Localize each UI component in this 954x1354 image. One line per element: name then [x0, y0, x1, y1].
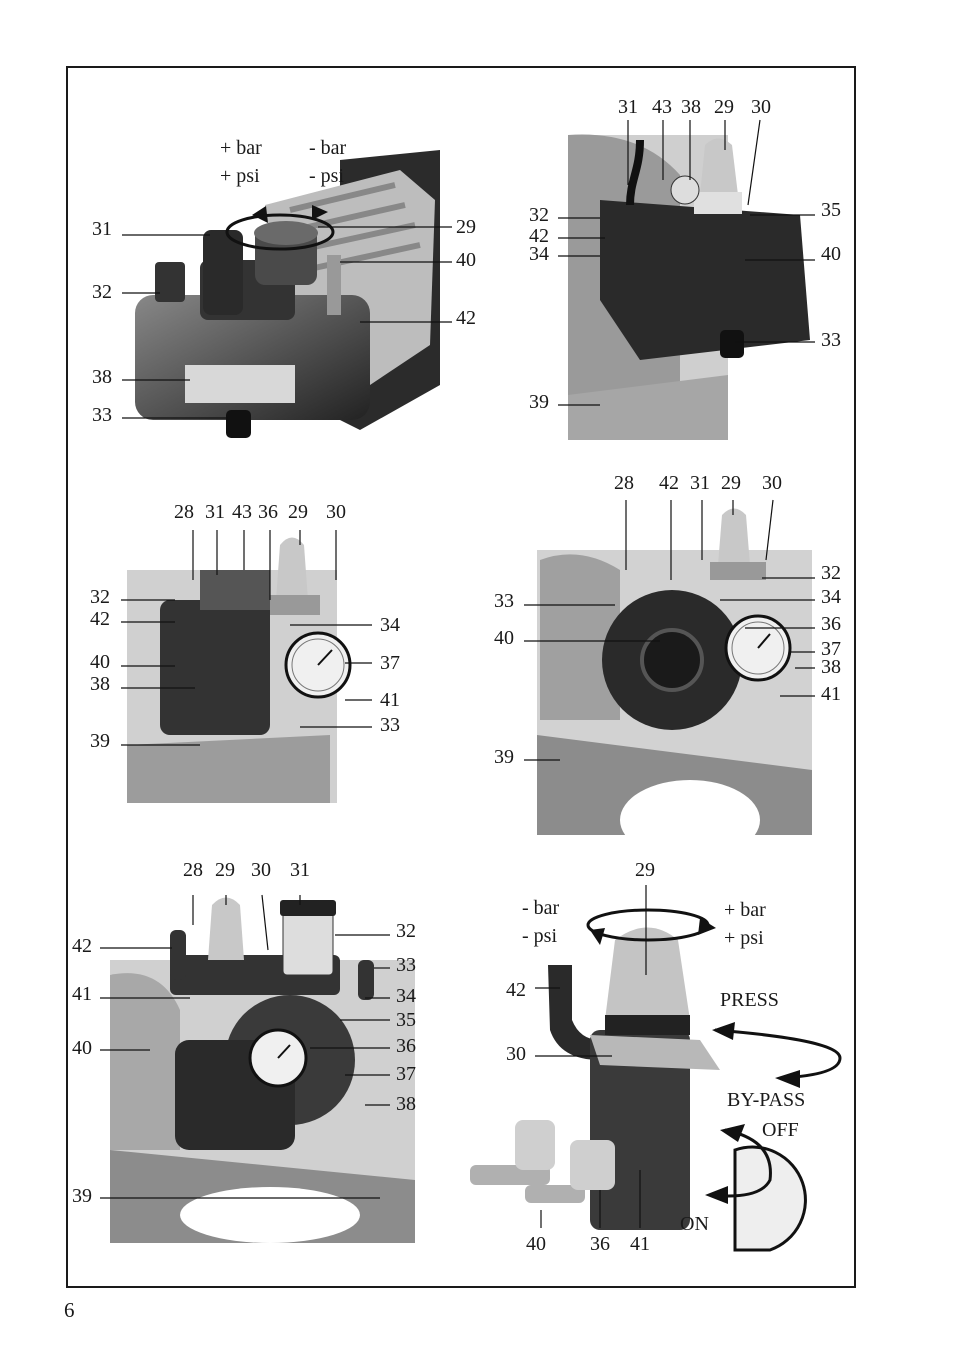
plus-bar-label: + bar	[724, 899, 766, 921]
callout-42: 42	[529, 225, 549, 247]
callout-39: 39	[494, 746, 514, 768]
callout-38: 38	[681, 96, 701, 118]
callout-40: 40	[456, 249, 476, 271]
callout-29: 29	[714, 96, 734, 118]
callout-36: 36	[821, 613, 841, 635]
callout-40: 40	[526, 1233, 546, 1255]
callout-37: 37	[821, 638, 841, 660]
callout-29: 29	[215, 859, 235, 881]
callout-32: 32	[396, 920, 416, 942]
callout-33: 33	[380, 714, 400, 736]
plus-bar-label: + bar	[220, 137, 262, 159]
callout-31: 31	[290, 859, 310, 881]
minus-psi-label: - psi	[309, 165, 344, 187]
callout-31: 31	[618, 96, 638, 118]
callout-42: 42	[72, 935, 92, 957]
callout-42: 42	[659, 472, 679, 494]
callout-40: 40	[494, 627, 514, 649]
callout-32: 32	[821, 562, 841, 584]
callout-37: 37	[396, 1063, 416, 1085]
callout-32: 32	[92, 281, 112, 303]
on-label: ON	[680, 1213, 709, 1235]
callout-38: 38	[821, 656, 841, 678]
callout-29: 29	[635, 859, 655, 881]
callout-35: 35	[821, 199, 841, 221]
callout-29: 29	[456, 216, 476, 238]
callout-39: 39	[72, 1185, 92, 1207]
callout-42: 42	[456, 307, 476, 329]
callout-33: 33	[821, 329, 841, 351]
callout-38: 38	[396, 1093, 416, 1115]
callout-32: 32	[529, 204, 549, 226]
callout-30: 30	[506, 1043, 526, 1065]
callout-38: 38	[92, 366, 112, 388]
callout-36: 36	[258, 501, 278, 523]
callout-30: 30	[762, 472, 782, 494]
callout-40: 40	[72, 1037, 92, 1059]
plus-psi-label: + psi	[220, 165, 260, 187]
callout-33: 33	[396, 954, 416, 976]
callout-41: 41	[72, 983, 92, 1005]
callout-36: 36	[396, 1035, 416, 1057]
callout-40: 40	[90, 651, 110, 673]
callout-31: 31	[205, 501, 225, 523]
callout-41: 41	[821, 683, 841, 705]
plus-psi-label: + psi	[724, 927, 764, 949]
callout-33: 33	[92, 404, 112, 426]
callout-41: 41	[380, 689, 400, 711]
callout-43: 43	[652, 96, 672, 118]
callout-35: 35	[396, 1009, 416, 1031]
callout-28: 28	[174, 501, 194, 523]
callout-33: 33	[494, 590, 514, 612]
callout-29: 29	[288, 501, 308, 523]
callout-30: 30	[751, 96, 771, 118]
callout-34: 34	[821, 586, 841, 608]
figure-frame	[66, 66, 856, 1288]
bypass-label: BY-PASS	[727, 1089, 806, 1111]
callout-28: 28	[183, 859, 203, 881]
off-label: OFF	[762, 1119, 799, 1141]
callout-30: 30	[251, 859, 271, 881]
callout-40: 40	[821, 243, 841, 265]
callout-41: 41	[630, 1233, 650, 1255]
minus-psi-label: - psi	[522, 925, 557, 947]
callout-36: 36	[590, 1233, 610, 1255]
callout-39: 39	[529, 391, 549, 413]
callout-38: 38	[90, 673, 110, 695]
minus-bar-label: - bar	[522, 897, 560, 919]
page-number: 6	[64, 1298, 75, 1322]
callout-39: 39	[90, 730, 110, 752]
callout-28: 28	[614, 472, 634, 494]
callout-43: 43	[232, 501, 252, 523]
callout-31: 31	[92, 218, 112, 240]
callout-42: 42	[506, 979, 526, 1001]
callout-30: 30	[326, 501, 346, 523]
callout-34: 34	[529, 243, 549, 265]
callout-32: 32	[90, 586, 110, 608]
callout-31: 31	[690, 472, 710, 494]
callout-34: 34	[396, 985, 416, 1007]
callout-34: 34	[380, 614, 400, 636]
minus-bar-label: - bar	[309, 137, 347, 159]
callout-42: 42	[90, 608, 110, 630]
callout-29: 29	[721, 472, 741, 494]
callout-37: 37	[380, 652, 400, 674]
press-label: PRESS	[720, 989, 779, 1011]
